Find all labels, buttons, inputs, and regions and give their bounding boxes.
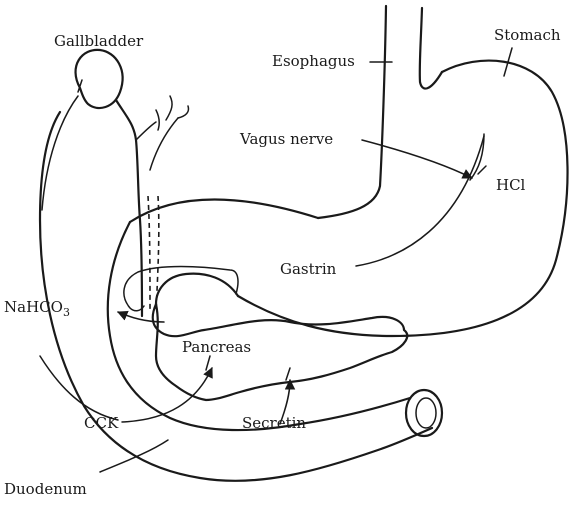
esophagus-organ: [318, 6, 442, 218]
cck-arrow: [122, 368, 212, 422]
cck-duodenum-line: [40, 356, 118, 420]
label-gastrin: Gastrin: [280, 260, 337, 278]
secretin-tick: [286, 368, 290, 380]
duodenum-lumen: [416, 398, 436, 428]
label-hcl: HCl: [496, 176, 526, 194]
label-nahco3-subscript: 3: [63, 306, 70, 319]
pancreas-tick: [206, 356, 210, 370]
label-duodenum: Duodenum: [4, 480, 87, 498]
label-stomach: Stomach: [494, 26, 561, 44]
label-secretin: Secretin: [242, 414, 306, 432]
gastrin-line: [356, 136, 484, 266]
label-vagus-nerve: Vagus nerve: [239, 130, 333, 148]
label-pancreas: Pancreas: [182, 338, 251, 356]
label-gallbladder: Gallbladder: [54, 32, 144, 50]
label-cck: CCK: [84, 414, 119, 432]
vagus-nerve-arrow: [362, 140, 472, 178]
label-nahco3: NaHCO3: [4, 298, 70, 319]
label-esophagus: Esophagus: [272, 52, 355, 70]
hcl-tick: [478, 166, 486, 174]
stomach-organ: [124, 61, 568, 336]
labels: Gallbladder Esophagus Stomach Vagus nerv…: [4, 26, 561, 498]
